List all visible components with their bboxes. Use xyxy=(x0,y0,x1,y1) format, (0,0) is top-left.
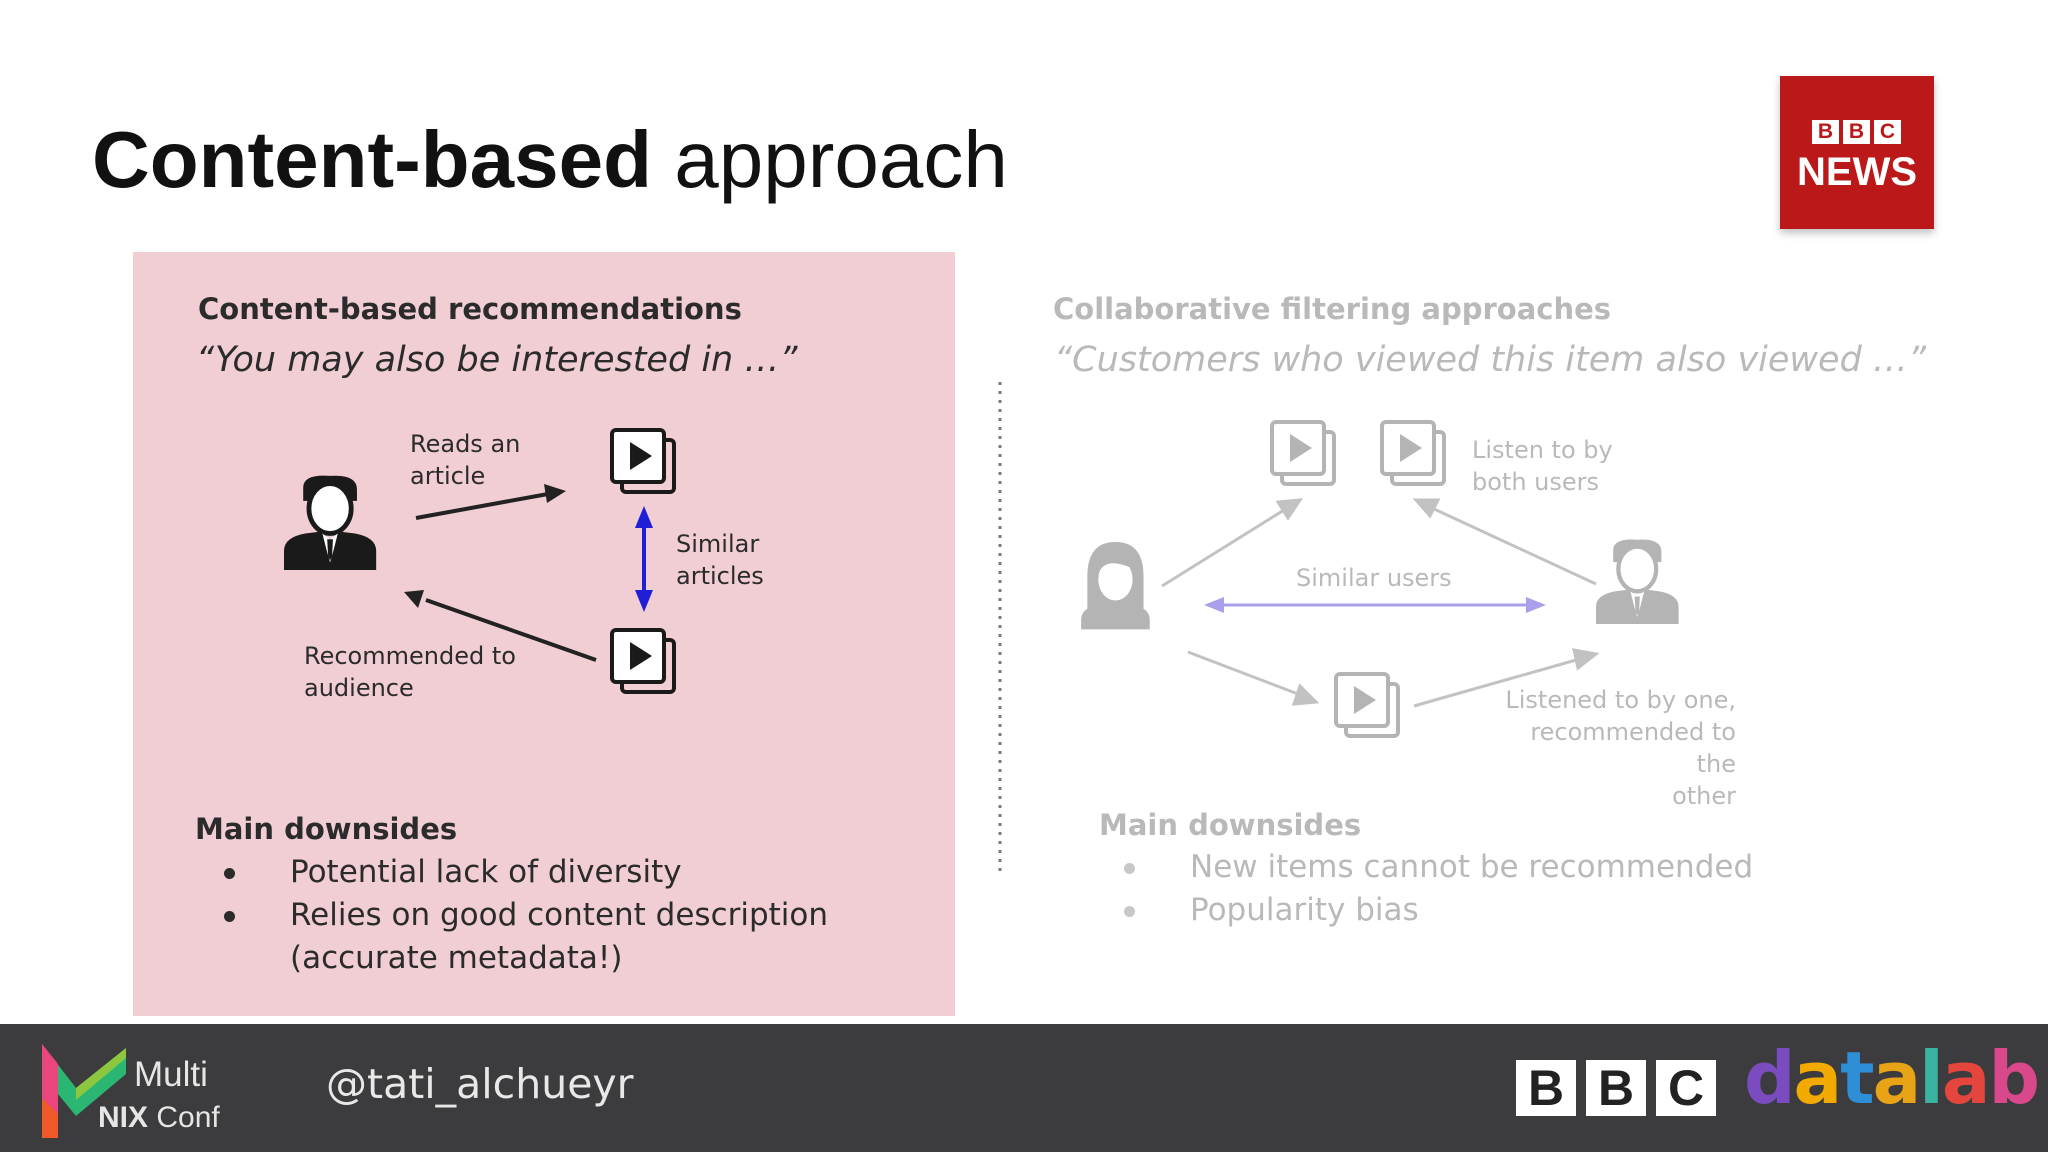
person-icon xyxy=(1596,540,1679,624)
similar-articles-line: Similar xyxy=(676,530,760,558)
list-item: New items cannot be recommended xyxy=(1096,846,1753,889)
reads-article-label: Reads an article xyxy=(410,428,520,492)
bbc-letter: C xyxy=(1656,1060,1716,1116)
arrow-icon xyxy=(1412,498,1441,519)
similar-articles-line: articles xyxy=(676,562,764,590)
bullet-icon xyxy=(1124,906,1135,917)
video-play-icon xyxy=(1334,672,1400,738)
arrow-icon xyxy=(1187,650,1299,696)
arrow-icon xyxy=(635,506,653,612)
video-play-icon xyxy=(1270,420,1336,486)
content-based-quote: “You may also be interested in …” xyxy=(196,340,798,380)
bbc-news-blocks: B B C xyxy=(1812,120,1901,144)
bbc-news-letter: C xyxy=(1874,120,1901,144)
similar-articles-label: Similar articles xyxy=(676,528,764,592)
title-bold: Content-based xyxy=(92,115,652,204)
datalab-letter: a xyxy=(1872,1036,1922,1120)
arrow-icon xyxy=(1572,648,1600,671)
bbc-news-letter: B xyxy=(1843,120,1870,144)
list-item-text: Relies on good content description xyxy=(290,897,829,933)
bbc-letter: B xyxy=(1516,1060,1576,1116)
bbc-letter: B xyxy=(1586,1060,1646,1116)
datalab-letter: t xyxy=(1840,1036,1874,1120)
bullet-icon xyxy=(224,868,235,879)
datalab-letter: d xyxy=(1744,1036,1796,1120)
list-item-text: New items cannot be recommended xyxy=(1190,849,1754,885)
collaborative-heading: Collaborative filtering approaches xyxy=(1053,292,1612,326)
content-based-panel xyxy=(133,252,955,1016)
similar-users-label: Similar users xyxy=(1296,564,1452,592)
video-play-icon xyxy=(1380,420,1446,486)
bullet-icon xyxy=(224,911,235,922)
list-item-text: Potential lack of diversity xyxy=(290,854,682,890)
arrow-icon xyxy=(1204,597,1546,613)
diagram-graphics xyxy=(0,382,2048,872)
recommended-audience-line: Recommended to xyxy=(304,642,516,670)
list-item: Relies on good content description xyxy=(196,894,828,937)
listen-both-label: Listen to by both users xyxy=(1472,434,1613,498)
reads-article-line: Reads an xyxy=(410,430,521,458)
collab-downsides-heading: Main downsides xyxy=(1099,808,1362,842)
content-downsides-heading: Main downsides xyxy=(195,812,458,846)
reads-article-line: article xyxy=(410,462,486,490)
collaborative-panel xyxy=(975,252,1935,1016)
arrow-icon xyxy=(1275,498,1303,521)
bbc-news-logo: B B C NEWS xyxy=(1780,76,1934,229)
datalab-letter: b xyxy=(1988,1036,2040,1120)
bullet-icon xyxy=(1124,863,1135,874)
bbc-logo: B B C xyxy=(1516,1060,1716,1116)
bbc-news-word: NEWS xyxy=(1797,150,1917,194)
recommended-audience-label: Recommended to audience xyxy=(304,640,516,704)
list-item: Popularity bias xyxy=(1096,889,1753,932)
datalab-letter: a xyxy=(1793,1036,1843,1120)
listened-one-line: recommended to the xyxy=(1530,718,1736,778)
conf-conf-text: Conf xyxy=(156,1101,220,1134)
list-item: Potential lack of diversity xyxy=(196,851,828,894)
multinix-logo-icon xyxy=(42,1044,126,1138)
woman-icon xyxy=(1081,542,1150,630)
arrow-icon xyxy=(1431,506,1597,586)
listen-both-line: Listen to by xyxy=(1472,436,1613,464)
collab-downsides-list: New items cannot be recommended Populari… xyxy=(1096,846,1753,932)
footer-bar: Multi NIX Conf @tati_alchueyr B B C data… xyxy=(0,1024,2048,1152)
listened-one-line: Listened to by one, xyxy=(1505,686,1736,714)
conf-nix-conf-text: NIX Conf xyxy=(98,1103,220,1133)
slide-title: Content-based approach xyxy=(92,120,1008,200)
content-based-heading: Content-based recommendations xyxy=(198,292,742,326)
list-item-text: (accurate metadata!) xyxy=(290,940,623,976)
conf-multi-text: Multi xyxy=(134,1055,208,1094)
listen-both-line: both users xyxy=(1472,468,1600,496)
arrow-icon xyxy=(1413,658,1577,708)
listened-one-label: Listened to by one, recommended to the o… xyxy=(1484,684,1736,812)
video-play-icon xyxy=(610,628,676,694)
datalab-letter: a xyxy=(1941,1036,1991,1120)
recommended-audience-line: audience xyxy=(304,674,414,702)
datalab-letter: l xyxy=(1919,1036,1944,1120)
list-item-text: Popularity bias xyxy=(1190,892,1419,928)
datalab-logo: datalab xyxy=(1744,1036,2040,1120)
listened-one-line: other xyxy=(1672,782,1736,810)
conf-nix-text: NIX xyxy=(98,1101,149,1134)
title-light: approach xyxy=(674,115,1008,204)
arrow-icon xyxy=(404,590,597,662)
person-icon xyxy=(284,476,376,570)
video-play-icon xyxy=(610,428,676,494)
content-downsides-list: Potential lack of diversity Relies on go… xyxy=(196,851,828,980)
arrow-icon xyxy=(1161,508,1285,588)
bbc-news-letter: B xyxy=(1812,120,1839,144)
arrow-icon xyxy=(415,484,566,520)
twitter-handle: @tati_alchueyr xyxy=(326,1060,634,1108)
arrow-icon xyxy=(1291,683,1320,706)
list-item-continuation: (accurate metadata!) xyxy=(196,937,828,980)
collaborative-quote: “Customers who viewed this item also vie… xyxy=(1054,340,1927,380)
